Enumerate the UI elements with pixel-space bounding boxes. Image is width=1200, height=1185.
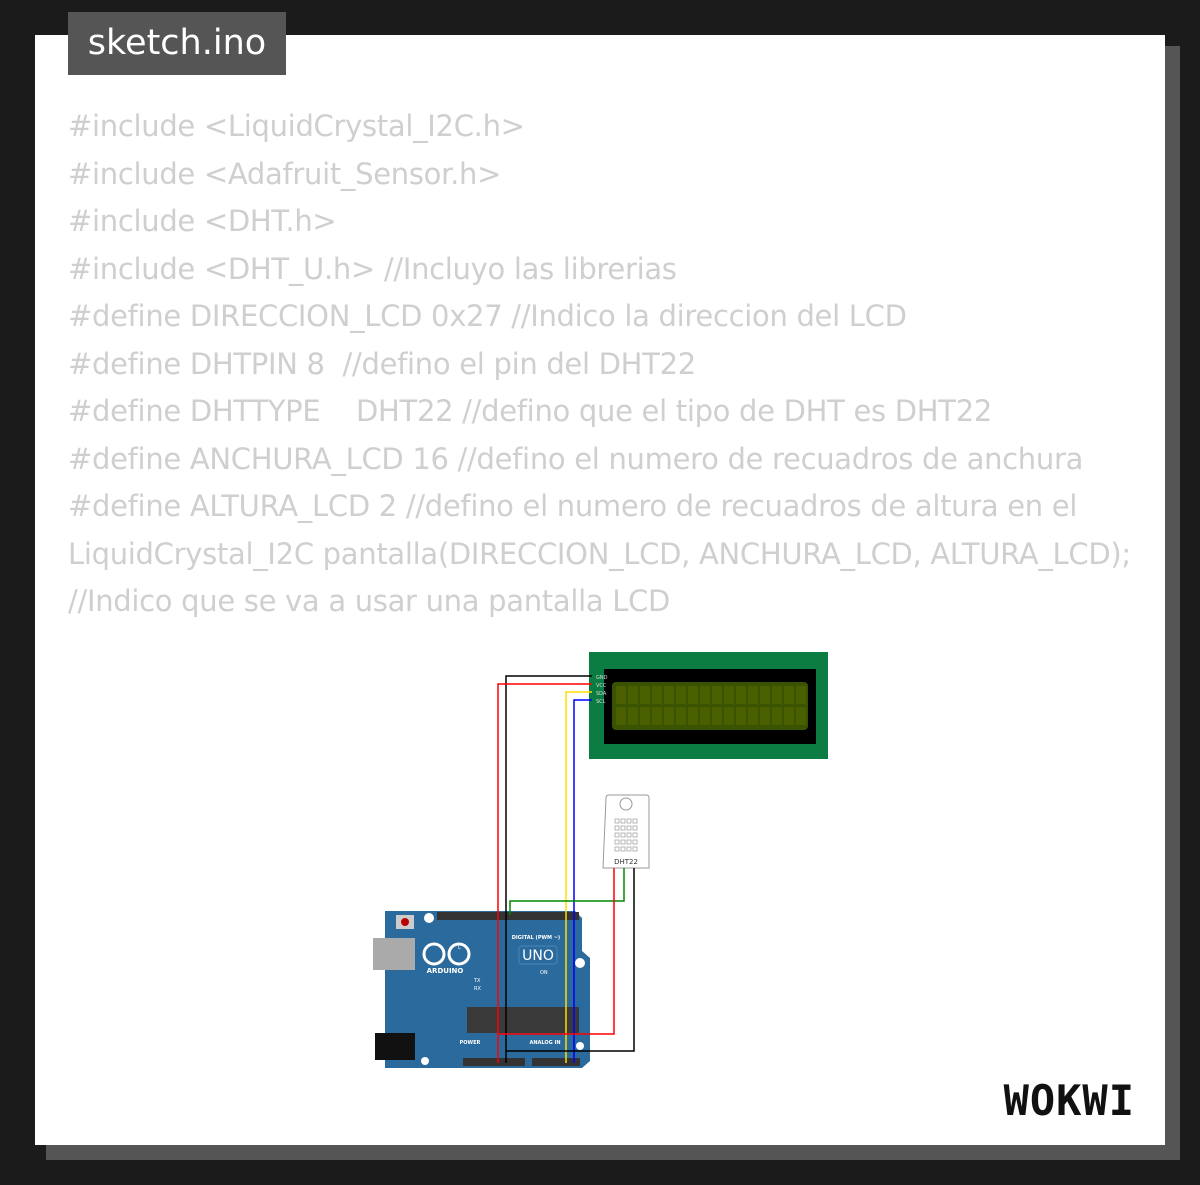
code-line: //Indico que se va a usar una pantalla L… xyxy=(68,584,671,618)
code-line: #define ANCHURA_LCD 16 //defino el numer… xyxy=(68,441,1084,476)
code-line: #include <Adafruit_Sensor.h> xyxy=(68,156,502,191)
code-line: #include <DHT_U.h> //Incluyo las libreri… xyxy=(68,251,677,286)
wire-data-dht[interactable] xyxy=(509,867,625,915)
led-tx-label: TX xyxy=(473,978,481,984)
board-model: UNO xyxy=(522,948,554,964)
lcd-pin-scl: SCL xyxy=(596,699,606,705)
wokwi-logo: WOKWI xyxy=(1003,1075,1135,1125)
dht22-sensor[interactable]: DHT22 xyxy=(602,794,650,868)
code-line: #include <DHT.h> xyxy=(68,204,337,238)
arduino-uno-board[interactable]: ARDUINO UNO DIGITAL (PWM ~) POWER ANALOG… xyxy=(373,910,590,1068)
led-l-label: L xyxy=(458,945,461,951)
circuit-area: GND VCC SDA SCL DHT22 ARDUINO xyxy=(365,646,845,1076)
led-on-label: ON xyxy=(540,970,548,976)
lcd-pin-gnd: GND xyxy=(596,675,608,681)
circuit-diagram: GND VCC SDA SCL DHT22 ARDUINO xyxy=(373,651,828,1068)
lcd-display[interactable]: GND VCC SDA SCL xyxy=(589,651,828,759)
digital-header-label: DIGITAL (PWM ~) xyxy=(512,935,560,941)
lcd-pin-vcc: VCC xyxy=(596,683,607,689)
reset-button[interactable] xyxy=(401,917,409,926)
code-listing: #include <LiquidCrystal_I2C.h> #include <… xyxy=(68,103,1148,626)
code-line: LiquidCrystal_I2C pantalla(DIRECCION_LCD… xyxy=(68,536,1131,571)
code-line: #define DIRECCION_LCD 0x27 //Indico la d… xyxy=(68,299,907,333)
preview-card: #include <LiquidCrystal_I2C.h> #include <… xyxy=(35,35,1165,1145)
usb-port xyxy=(373,937,415,970)
file-title: sketch.ino xyxy=(68,12,286,75)
led-rx-label: RX xyxy=(474,986,481,992)
code-line: #define DHTTYPE DHT22 //defino que el ti… xyxy=(68,394,993,428)
microcontroller-chip xyxy=(467,1006,579,1033)
power-jack xyxy=(375,1032,415,1060)
code-line: #include <LiquidCrystal_I2C.h> xyxy=(68,109,525,143)
code-line: #define ALTURA_LCD 2 //defino el numero … xyxy=(68,489,1078,523)
dht22-label: DHT22 xyxy=(614,858,638,866)
board-brand: ARDUINO xyxy=(427,967,464,975)
power-header-label: POWER xyxy=(460,1040,481,1046)
lcd-pin-sda: SDA xyxy=(596,691,607,697)
analog-header-label: ANALOG IN xyxy=(529,1040,560,1046)
code-line: #define DHTPIN 8 //defino el pin del DHT… xyxy=(68,346,696,381)
